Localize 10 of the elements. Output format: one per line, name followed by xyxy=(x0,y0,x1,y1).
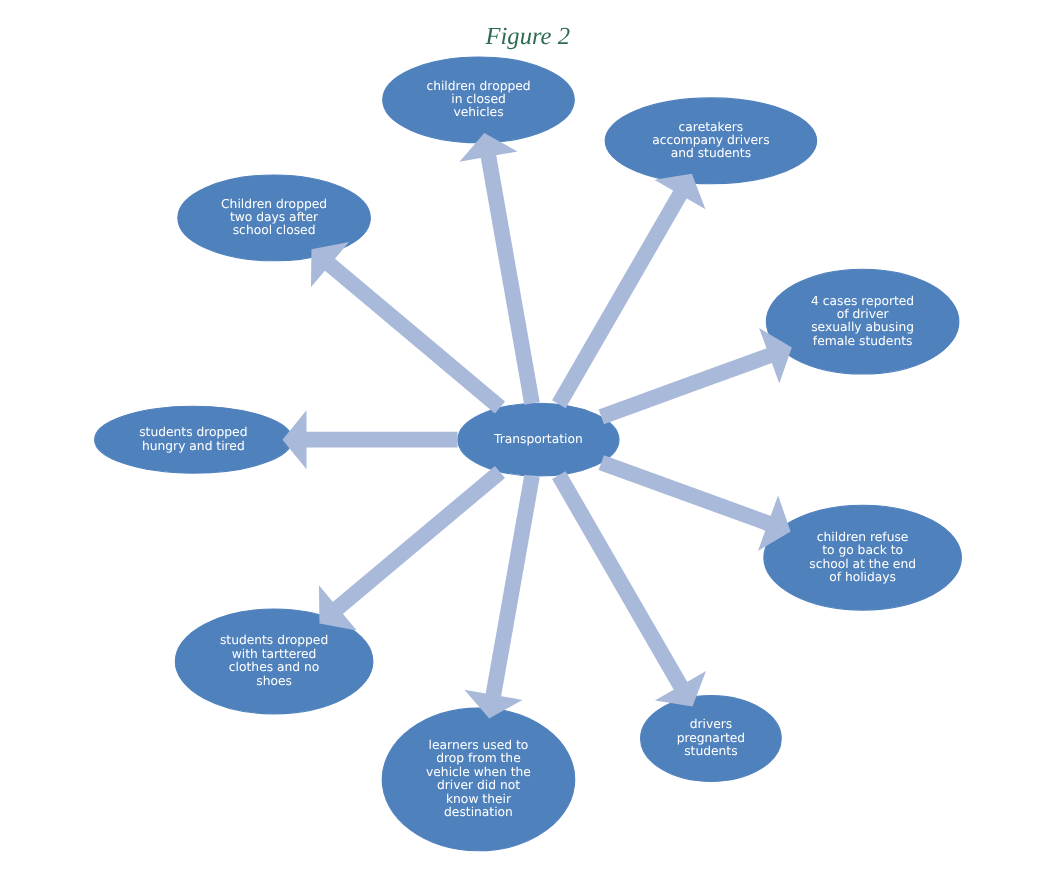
arrow xyxy=(598,327,792,425)
arrow xyxy=(552,173,706,409)
arrow xyxy=(282,410,458,470)
arrow xyxy=(459,132,540,405)
arrow xyxy=(310,242,505,414)
arrow xyxy=(598,455,791,551)
arrow xyxy=(552,471,707,707)
arrow xyxy=(318,465,505,631)
diagram-title: Figure 2 xyxy=(485,22,570,51)
arrow xyxy=(464,474,540,719)
